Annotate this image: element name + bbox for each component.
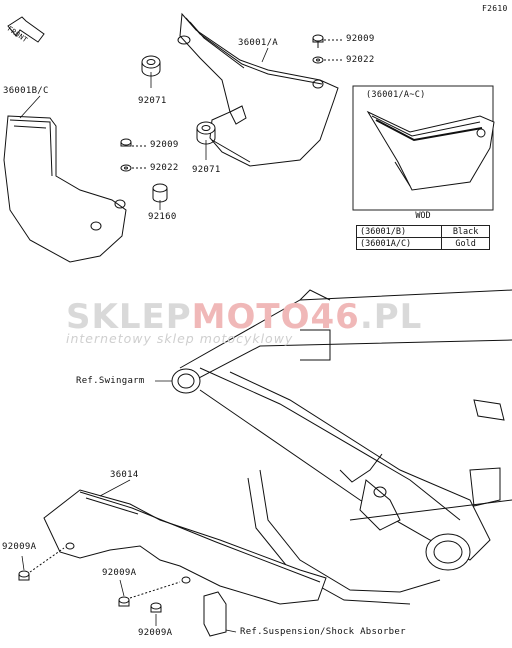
washer-92022-mid (120, 164, 148, 172)
watermark-part1: SKLEP (66, 297, 192, 337)
watermark-sub: internetowy sklep motocyklowy (66, 331, 294, 346)
wod-label: WOD (415, 211, 431, 221)
side-cover-right (177, 12, 339, 167)
legend-code: (36001A/C) (355, 237, 443, 250)
figure-code: F2610 (482, 4, 508, 13)
watermark-part2: MOTO46 (191, 297, 360, 337)
part-label-36014: 36014 (110, 470, 139, 480)
bolt-92009a-bottom (150, 602, 162, 613)
part-label-92022-top: 92022 (346, 55, 375, 65)
grommet-92071-a (141, 55, 161, 77)
part-label-92022-mid: 92022 (150, 163, 179, 173)
part-label-92071-mid: 92071 (192, 165, 221, 175)
chain-guard (43, 489, 327, 637)
part-label-92071-left: 92071 (138, 96, 167, 106)
part-label-92009-top: 92009 (346, 34, 375, 44)
bolt-92009-mid (120, 138, 148, 147)
inset-title: (36001/A~C) (366, 90, 426, 100)
ref-swingarm-label: Ref.Swingarm (76, 376, 145, 386)
color-legend-table: (36001/B) Black (36001A/C) Gold (355, 225, 490, 250)
bolt-92009a-mid (118, 581, 181, 607)
part-label-92009a-left: 92009A (2, 542, 37, 552)
legend-color: Black (441, 225, 490, 238)
part-label-92009-mid: 92009 (150, 140, 179, 150)
washer-92022-top (312, 56, 342, 64)
part-label-92009a-mid: 92009A (102, 568, 137, 578)
grommet-92071-b (196, 121, 216, 145)
legend-code: (36001/B) (355, 225, 443, 238)
bolt-92009a-left (18, 547, 65, 581)
front-arrow-icon (7, 16, 45, 43)
legend-row: (36001/B) Black (355, 225, 490, 238)
part-label-36001bc: 36001B/C (3, 86, 49, 96)
bolt-92009-top (312, 34, 342, 48)
legend-row: (36001A/C) Gold (355, 237, 490, 250)
leader-lines (19, 47, 269, 633)
part-label-92160: 92160 (148, 212, 177, 222)
collar-92160 (152, 183, 168, 203)
inset-side-cover (366, 110, 495, 191)
part-label-92009a-bottom: 92009A (138, 628, 173, 638)
watermark-part3: .PL (359, 297, 423, 337)
side-cover-left (3, 115, 127, 263)
part-label-36001a: 36001/A (238, 38, 279, 48)
ref-shock-label: Ref.Suspension/Shock Absorber (240, 627, 406, 637)
inset-box (352, 85, 494, 211)
swingarm (171, 289, 512, 605)
legend-color: Gold (441, 237, 490, 250)
watermark-main: SKLEPMOTO46.PL (66, 298, 422, 336)
